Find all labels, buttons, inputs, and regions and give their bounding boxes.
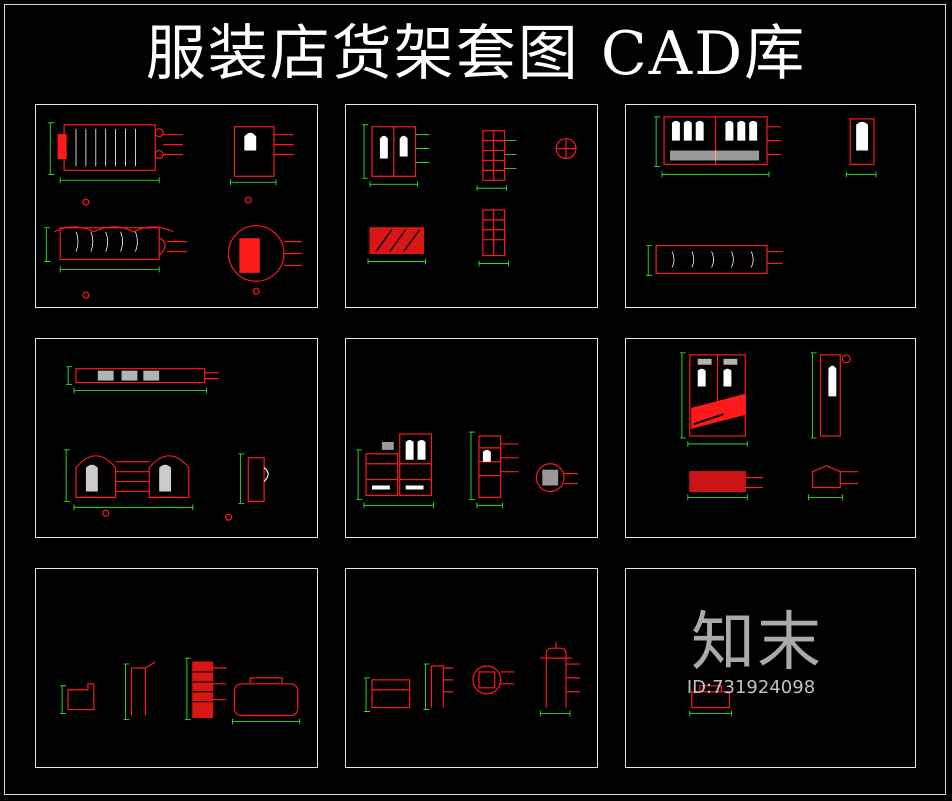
sheet-4-drawing: [64, 366, 269, 521]
sheet-9-drawing: [689, 685, 732, 717]
sheet-6-drawing: [679, 352, 859, 501]
sheet-7-drawing: [60, 657, 301, 725]
cad-sheet-8[interactable]: [345, 568, 598, 768]
cad-sheet-7[interactable]: [35, 568, 318, 768]
cad-sheet-2[interactable]: [345, 104, 598, 308]
page-title: 服装店货架套图 CAD库: [145, 19, 807, 89]
drawing-frame: [4, 4, 946, 795]
sheet-8-drawing: [364, 642, 580, 717]
cad-sheet-9[interactable]: [625, 568, 916, 768]
sheet-2-drawing: [362, 124, 577, 267]
cad-sheet-4[interactable]: [35, 338, 318, 538]
sheet-3-drawing: [646, 116, 877, 276]
cad-sheet-6[interactable]: [625, 338, 916, 538]
cad-sheet-5[interactable]: [345, 338, 598, 538]
cad-sheet-1[interactable]: [35, 104, 318, 308]
sheet-5-drawing: [356, 431, 578, 509]
cad-sheet-3[interactable]: [625, 104, 916, 308]
sheet-1-drawing: [44, 122, 302, 299]
